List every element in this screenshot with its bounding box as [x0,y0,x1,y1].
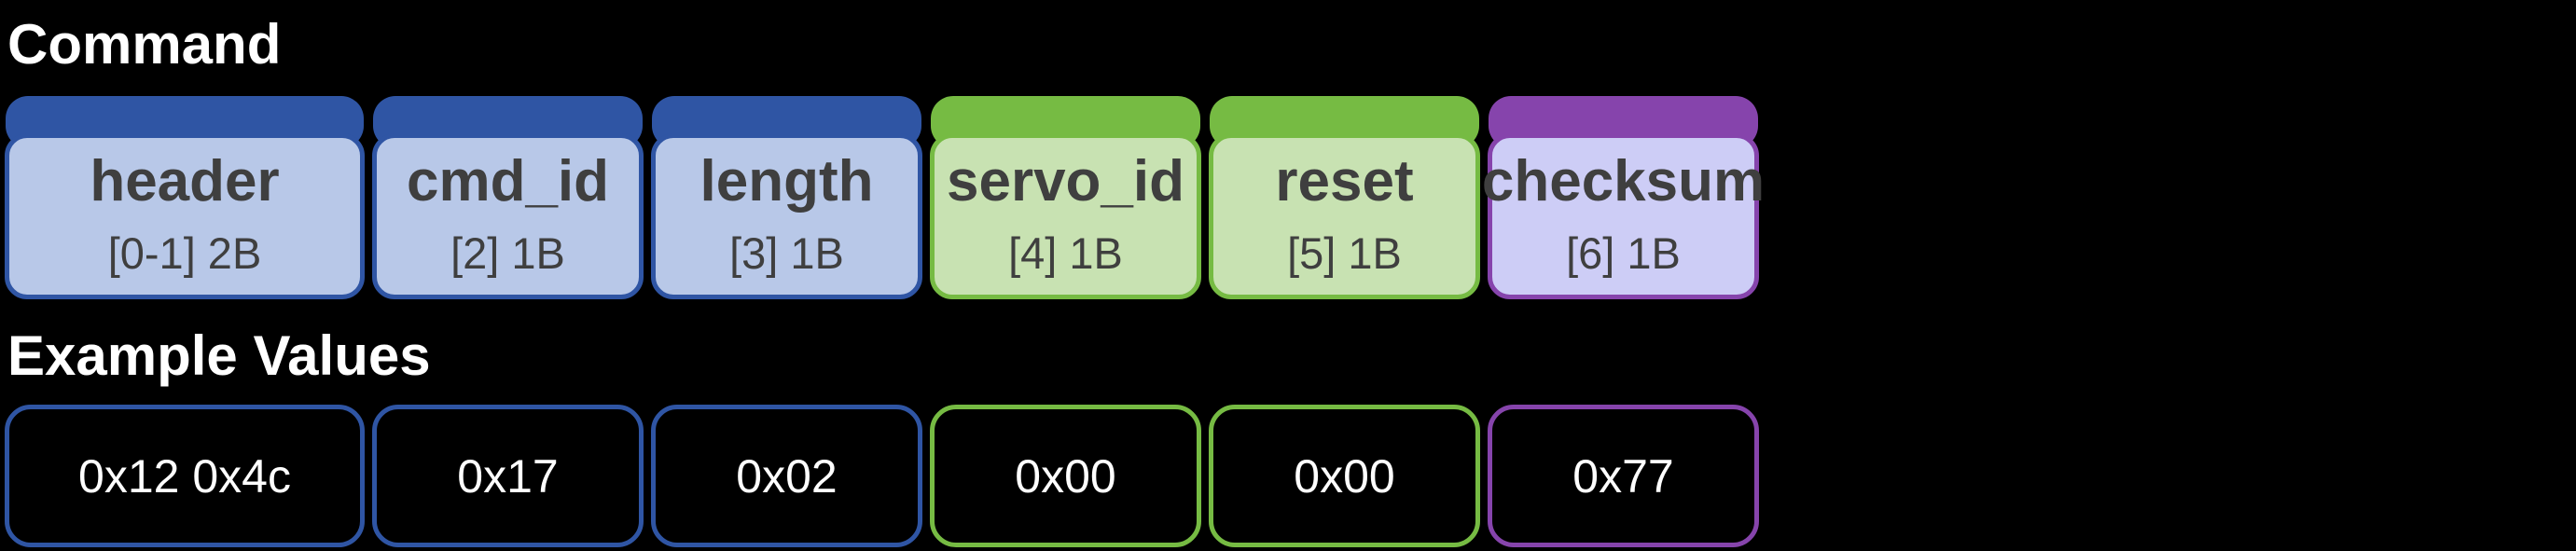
field-box: servo_id [4] 1B [930,133,1201,299]
field-box: header [0-1] 2B [5,133,365,299]
value-box-reset: 0x00 [1209,405,1480,547]
value-text: 0x00 [1015,449,1116,503]
value-text: 0x12 0x4c [78,449,291,503]
value-text: 0x77 [1572,449,1674,503]
field-byte-range: [5] 1B [1287,227,1402,278]
field-name: length [699,148,874,214]
field-name: reset [1275,148,1414,214]
command-section-title: Command [7,13,282,76]
value-box-header: 0x12 0x4c [5,405,365,547]
value-box-cmd-id: 0x17 [372,405,644,547]
field-column-header: header [0-1] 2B [5,96,365,299]
value-box-checksum: 0x77 [1488,405,1759,547]
field-byte-range: [3] 1B [729,227,844,278]
field-column-cmd-id: cmd_id [2] 1B [372,96,644,299]
field-column-checksum: checksum [6] 1B [1482,96,1765,299]
field-name: header [90,148,280,214]
value-text: 0x02 [736,449,838,503]
field-box: cmd_id [2] 1B [372,133,644,299]
field-name: checksum [1481,148,1766,214]
example-values-section-title: Example Values [7,324,431,387]
field-byte-range: [6] 1B [1566,227,1681,278]
value-text: 0x00 [1294,449,1395,503]
value-text: 0x17 [457,449,559,503]
field-byte-range: [4] 1B [1008,227,1123,278]
field-column-reset: reset [5] 1B [1209,96,1480,299]
field-column-servo-id: servo_id [4] 1B [930,96,1201,299]
field-box: checksum [6] 1B [1482,133,1765,299]
field-name: cmd_id [406,148,610,214]
field-name: servo_id [946,148,1185,214]
example-values-row: 0x12 0x4c 0x17 0x02 0x00 0x00 0x77 [5,405,1759,547]
field-column-length: length [3] 1B [651,96,922,299]
value-box-length: 0x02 [651,405,922,547]
command-fields-row: header [0-1] 2B cmd_id [2] 1B length [3]… [5,96,1765,299]
value-box-servo-id: 0x00 [930,405,1201,547]
field-box: reset [5] 1B [1209,133,1480,299]
field-box: length [3] 1B [651,133,922,299]
field-byte-range: [2] 1B [450,227,565,278]
field-byte-range: [0-1] 2B [107,227,262,278]
